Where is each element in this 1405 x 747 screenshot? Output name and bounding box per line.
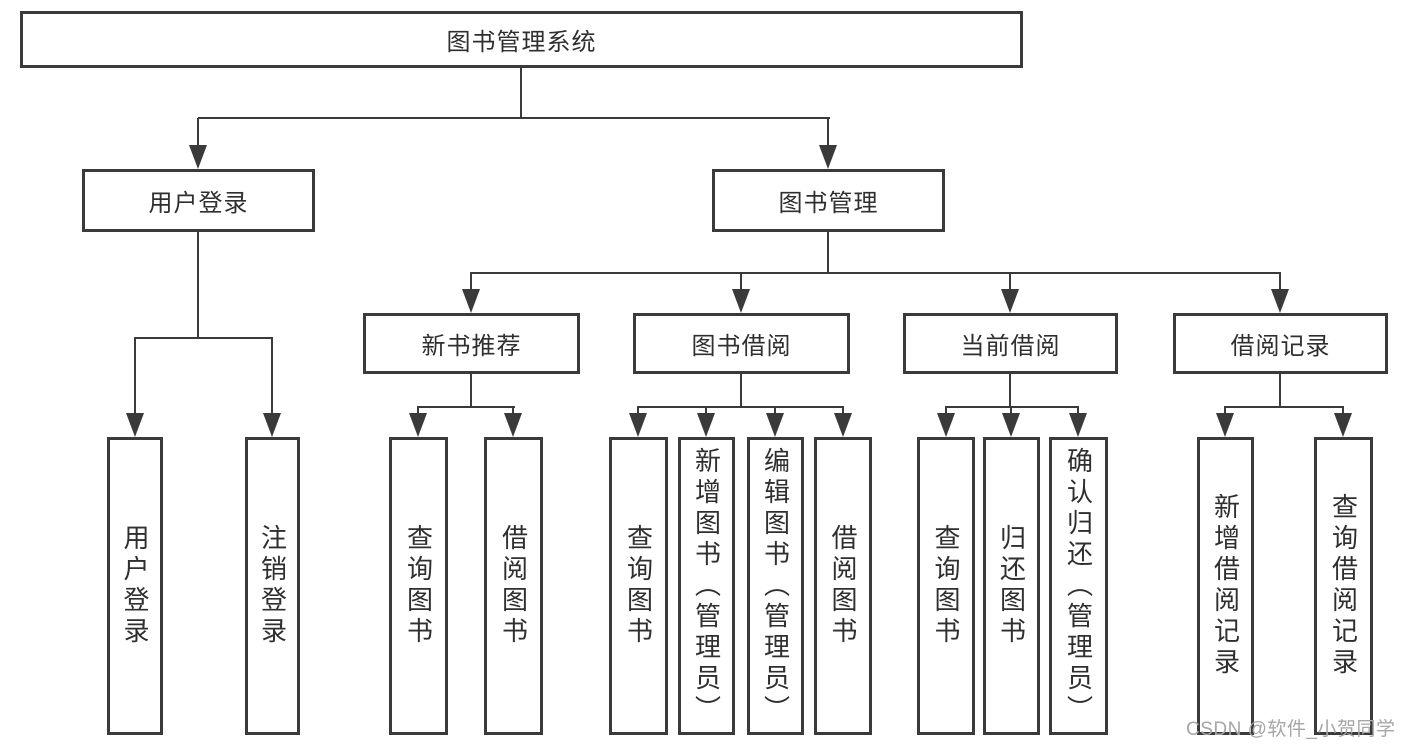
arrow-down-icon: [504, 413, 522, 437]
connector-borrowrecords-rail: [1224, 406, 1344, 408]
arrow-down-icon: [189, 145, 207, 169]
leaf-label: 用户登录: [120, 524, 150, 648]
arrow-down-icon: [462, 289, 480, 313]
arrow-down-icon: [1001, 289, 1019, 313]
leaf-label: 新增图书（管理员）: [691, 446, 722, 726]
leaf-label: 编辑图书（管理员）: [760, 446, 791, 726]
leaf-label: 确认归还（管理员）: [1063, 446, 1094, 726]
leaf-edit-books-admin: 编辑图书（管理员）: [747, 437, 804, 735]
node-new-book-recommend: 新书推荐: [363, 313, 580, 374]
connector-stem-new-books: [470, 272, 472, 292]
leaf-add-borrow-record: 新增借阅记录: [1197, 437, 1254, 735]
arrow-down-icon: [1216, 413, 1234, 437]
arrow-down-icon: [1271, 289, 1289, 313]
connector-stem-user-login: [197, 118, 199, 148]
connector-root-stub: [520, 68, 522, 118]
connector-currentborrow-stub: [1009, 374, 1011, 408]
connector-stem-book-mgmt: [827, 118, 829, 148]
arrow-down-icon: [732, 289, 750, 313]
leaf-label: 借阅图书: [498, 524, 529, 648]
leaf-query-books-current: 查询图书: [917, 437, 975, 735]
arrow-down-icon: [834, 413, 852, 437]
connector-stem-leaf: [134, 337, 136, 416]
connector-stem-leaf: [1342, 406, 1344, 416]
connector-stem-leaf: [512, 406, 514, 416]
connector-userlogin-rail: [134, 337, 273, 339]
arrow-down-icon: [1334, 413, 1352, 437]
connector-borrowrecords-stub: [1279, 374, 1281, 408]
connector-userlogin-stub: [197, 232, 199, 339]
leaf-add-books-admin: 新增图书（管理员）: [678, 437, 735, 735]
connector-stem-book-borrow: [740, 272, 742, 292]
arrow-down-icon: [937, 413, 955, 437]
node-book-management: 图书管理: [712, 169, 945, 232]
node-root-library-system: 图书管理系统: [20, 11, 1023, 68]
leaf-borrow-books-recommend: 借阅图书: [484, 437, 543, 735]
leaf-label: 注销登录: [257, 524, 288, 648]
leaf-label: 借阅图书: [828, 524, 858, 648]
arrow-down-icon: [126, 413, 144, 437]
leaf-logout: 注销登录: [245, 437, 300, 735]
leaf-confirm-return-admin: 确认归还（管理员）: [1049, 437, 1108, 735]
connector-stem-leaf: [774, 406, 776, 416]
arrow-down-icon: [629, 413, 647, 437]
leaf-borrow-books: 借阅图书: [814, 437, 872, 735]
leaf-query-borrow-record: 查询借阅记录: [1314, 437, 1373, 735]
csdn-watermark: CSDN @软件_小贺同学: [1186, 719, 1396, 740]
connector-bookborrow-rail: [637, 406, 844, 408]
leaf-label: 查询图书: [403, 524, 434, 648]
connector-stem-leaf: [271, 337, 273, 416]
leaf-label: 查询借阅记录: [1328, 493, 1359, 679]
connector-stem-leaf: [417, 406, 419, 416]
leaf-label: 归还图书: [996, 524, 1027, 648]
leaf-return-books: 归还图书: [983, 437, 1040, 735]
connector-stem-leaf: [1224, 406, 1226, 416]
connector-newbooks-stub: [470, 374, 472, 408]
node-current-borrow: 当前借阅: [903, 313, 1118, 374]
leaf-label: 查询图书: [623, 524, 654, 648]
connector-stem-borrow-records: [1279, 272, 1281, 292]
leaf-user-login: 用户登录: [107, 437, 163, 735]
connector-stem-leaf: [945, 406, 947, 416]
connector-stem-leaf: [1077, 406, 1079, 416]
connector-bookmgmt-stub: [827, 232, 829, 274]
connector-root-rail: [198, 117, 830, 119]
node-borrow-records: 借阅记录: [1173, 313, 1388, 374]
node-user-login: 用户登录: [82, 169, 315, 232]
arrow-down-icon: [819, 145, 837, 169]
leaf-query-books-borrow: 查询图书: [609, 437, 668, 735]
leaf-query-books-recommend: 查询图书: [389, 437, 448, 735]
connector-newbooks-rail: [417, 406, 515, 408]
leaf-label: 新增借阅记录: [1210, 493, 1241, 679]
connector-currentborrow-rail: [945, 406, 1079, 408]
connector-stem-leaf: [705, 406, 707, 416]
arrow-down-icon: [409, 413, 427, 437]
connector-stem-current-borrow: [1009, 272, 1011, 292]
arrow-down-icon: [766, 413, 784, 437]
leaf-label: 查询图书: [931, 524, 961, 648]
arrow-down-icon: [1002, 413, 1020, 437]
connector-bookborrow-stub: [740, 374, 742, 408]
arrow-down-icon: [263, 413, 281, 437]
arrow-down-icon: [1069, 413, 1087, 437]
arrow-down-icon: [697, 413, 715, 437]
connector-stem-leaf: [1010, 406, 1012, 416]
connector-bookmgmt-rail: [470, 272, 1281, 274]
node-book-borrow: 图书借阅: [633, 313, 850, 374]
connector-stem-leaf: [637, 406, 639, 416]
connector-stem-leaf: [842, 406, 844, 416]
